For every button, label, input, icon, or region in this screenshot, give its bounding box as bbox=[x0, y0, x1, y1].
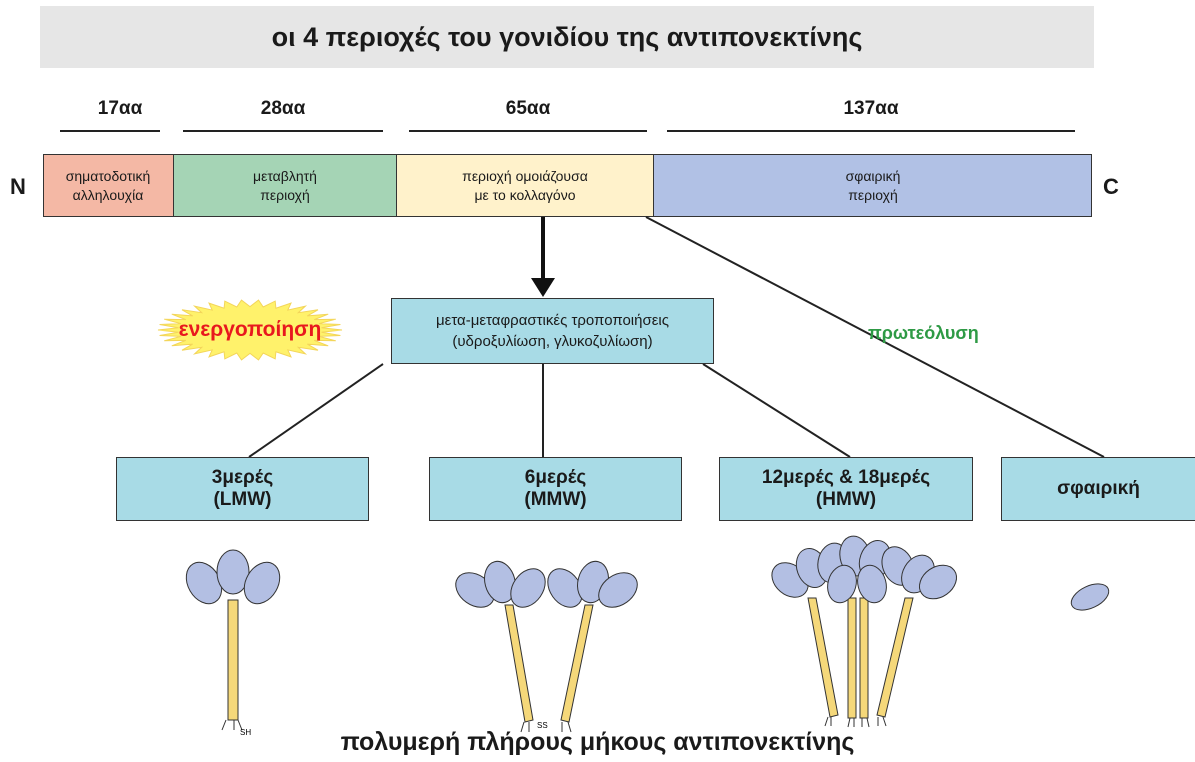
length-bracket-variable bbox=[183, 130, 383, 132]
domain-signal-line2: αλληλουχία bbox=[72, 186, 144, 203]
domain-variable-region: μεταβλητή περιοχή bbox=[174, 154, 397, 217]
length-bracket-collagen bbox=[409, 130, 647, 132]
post-translational-modifications-box: μετα-μεταφραστικές τροποποιήσεις (υδροξυ… bbox=[391, 298, 714, 364]
sh-label: SH bbox=[240, 728, 251, 737]
domain-variable-line1: μεταβλητή bbox=[253, 167, 317, 184]
mmw-line2: (MMW) bbox=[524, 489, 587, 510]
activation-burst bbox=[157, 299, 343, 361]
globular-box: σφαιρική bbox=[1001, 457, 1195, 521]
ss-label: SS bbox=[537, 721, 548, 730]
domain-globular-line1: σφαιρική bbox=[845, 167, 901, 184]
length-label-variable: 28αα bbox=[260, 98, 306, 119]
length-label-globular: 137αα bbox=[843, 98, 899, 119]
domain-signal-sequence: σηματοδοτική αλληλουχία bbox=[43, 154, 174, 217]
length-label-signal: 17αα bbox=[97, 98, 143, 119]
domain-collagen-line2: με το κολλαγόνο bbox=[474, 186, 576, 203]
title-bar: οι 4 περιοχές του γονιδίου της αντιπονεκ… bbox=[40, 6, 1094, 68]
hmw-multimer-box: 12μερές & 18μερές (HMW) bbox=[719, 457, 973, 521]
domain-variable-line2: περιοχή bbox=[260, 186, 310, 203]
hmw-line2: (HMW) bbox=[815, 489, 877, 510]
hmw-multimer-glyph bbox=[771, 535, 958, 728]
length-bracket-signal bbox=[60, 130, 160, 132]
activation-label: ενεργοποίηση bbox=[178, 318, 322, 341]
line-to-lmw bbox=[248, 363, 384, 458]
domain-globular-line2: περιοχή bbox=[848, 186, 898, 203]
globular-line1: σφαιρική bbox=[1057, 478, 1140, 499]
mmw-line1: 6μερές bbox=[524, 467, 587, 488]
length-bracket-globular bbox=[667, 130, 1075, 132]
proteolysis-label: πρωτεόλυση bbox=[868, 323, 979, 343]
c-terminus-label: C bbox=[1103, 174, 1119, 199]
footer-caption: πολυμερή πλήρους μήκους αντιπονεκτίνης bbox=[340, 728, 855, 756]
lmw-trimer-glyph: SH bbox=[185, 549, 281, 737]
lmw-trimer-box: 3μερές (LMW) bbox=[116, 457, 369, 521]
hmw-line1: 12μερές & 18μερές bbox=[761, 467, 931, 488]
domain-globular: σφαιρική περιοχή bbox=[654, 154, 1092, 217]
mmw-hexamer-glyph: SS bbox=[455, 560, 638, 733]
ptm-line1: μετα-μεταφραστικές τροποποιήσεις bbox=[436, 312, 669, 329]
proteolysis-line bbox=[645, 216, 1105, 458]
mmw-hexamer-box: 6μερές (MMW) bbox=[429, 457, 682, 521]
length-label-collagen: 65αα bbox=[505, 98, 551, 119]
lmw-line1: 3μερές bbox=[211, 467, 274, 488]
globular-domain-glyph bbox=[1070, 583, 1110, 611]
n-terminus-label: N bbox=[10, 174, 26, 199]
diagram-title: οι 4 περιοχές του γονιδίου της αντιπονεκ… bbox=[271, 21, 863, 52]
ptm-line2: (υδροξυλίωση, γλυκοζυλίωση) bbox=[452, 333, 653, 350]
domain-collagen-line1: περιοχή ομοιάζουσα bbox=[462, 167, 588, 184]
domain-bar-outline bbox=[43, 154, 1092, 217]
domain-signal-line1: σηματοδοτική bbox=[65, 167, 151, 184]
line-to-hmw bbox=[702, 363, 851, 458]
ptm-arrow-head bbox=[531, 278, 555, 297]
domain-collagen-like: περιοχή ομοιάζουσα με το κολλαγόνο bbox=[397, 154, 654, 217]
lmw-line2: (LMW) bbox=[213, 489, 272, 510]
